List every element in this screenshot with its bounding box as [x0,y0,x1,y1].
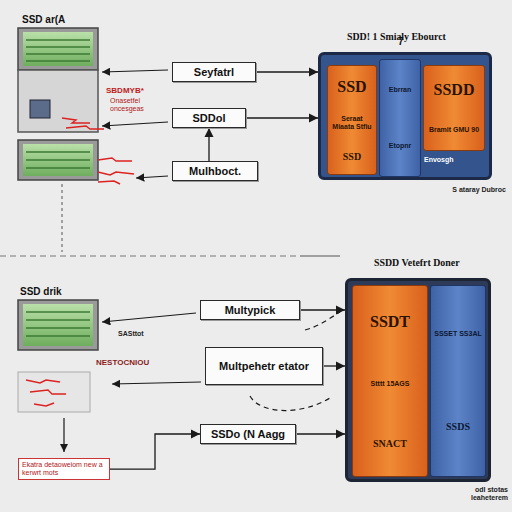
panel-label: SSD drik [20,286,62,298]
process-box: Multpehetr etator [205,347,323,385]
callout-number: 7 [398,36,404,48]
node-label: SSDD [434,81,475,99]
note-label: Onasetfel oncesgeas [110,97,168,113]
signal-label: SASttot [118,330,144,338]
warning-label: NESTOCNIOU [96,358,149,367]
ssd-panel: SDD! 1 Smialy EbourctSSDSeraat Miaata St… [318,52,492,180]
node-label: SNACT [373,438,407,449]
connector-arrow [296,433,345,434]
memory-block: SSDD Bramit GMU 90 [423,65,485,151]
memory-block: EbrranEtopnr [379,59,421,177]
process-box: SSDo (N Aagg [200,424,296,444]
process-box: Seyfatrl [172,62,256,82]
node-label: SSSET SS3AL [434,330,481,338]
warning-label: SBDMYB* [106,86,144,95]
node-label: SSD [343,151,361,162]
status-label: Envosgh [424,156,454,164]
screen-lower [18,300,98,412]
connector-arrow [323,365,345,366]
ssd-panel: SSDD Vetefrt DonerSSDTStttt 15AGSSNACTSS… [345,278,491,482]
node-label: Etopnr [389,142,412,150]
node-label: Bramit GMU 90 [429,126,479,134]
node-label: Multypick [225,304,276,316]
node-label: Seraat Miaata Stfiu [330,115,374,131]
connector-arrow [256,71,318,72]
note-label: S ataray Dubroc [452,186,506,194]
node-label: Multpehetr etator [219,360,309,372]
memory-block: SSSET SS3AL SSDS [430,285,486,477]
note-label: odl stotas leaheterem [448,486,508,502]
connector-arrow [208,128,209,161]
node-label: Mulhboct. [189,165,241,177]
memory-block: SSDSeraat Miaata StfiuSSD [327,65,377,175]
process-box: SDDol [172,108,246,128]
node-label: SSDS [446,421,470,432]
note-box: Ekatra detaoweiom new a kerwrt mots [18,458,110,480]
divider-lines [0,184,340,452]
panel-title: SSDD Vetefrt Doner [374,257,512,268]
node-label: Ebrran [389,86,412,94]
connector-arrow [110,434,200,469]
process-box: Mulhboct. [172,161,258,181]
node-label: SDDol [193,112,226,124]
panel-title: SDD! 1 Smialy Ebourct [347,31,512,42]
connector-arrow [246,117,318,118]
node-label: Stttt 15AGS [371,380,410,388]
node-label: SSDT [370,313,410,331]
node-label: SSD [337,78,366,96]
node-label: Ekatra detaoweiom new a kerwrt mots [22,461,106,477]
connector-arrow [300,309,345,310]
node-label: SSDo (N Aagg [211,428,285,440]
panel-label: SSD ar(A [22,14,65,26]
node-label: Seyfatrl [194,66,234,78]
process-box: Multypick [200,300,300,320]
memory-block: SSDT Stttt 15AGS SNACT [352,285,428,477]
